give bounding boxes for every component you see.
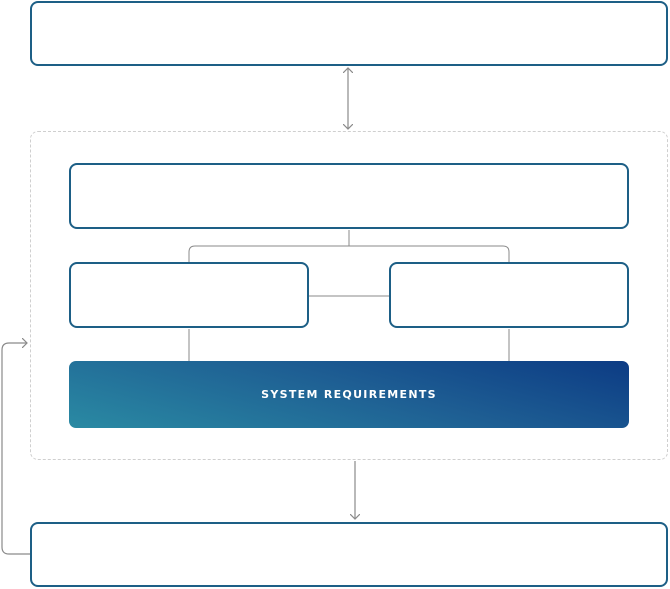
inner-right-block (389, 262, 629, 328)
inner-left-block (69, 262, 309, 328)
feedback-loop-arrow (1, 343, 30, 555)
inner-top-block (69, 163, 629, 229)
system-boundary-container (30, 131, 668, 460)
top-block (30, 1, 668, 66)
system-requirements-label: SYSTEM REQUIREMENTS (261, 388, 437, 401)
system-requirements-bar: SYSTEM REQUIREMENTS (69, 361, 629, 428)
bottom-block (30, 522, 668, 587)
tree-connector (188, 230, 510, 262)
